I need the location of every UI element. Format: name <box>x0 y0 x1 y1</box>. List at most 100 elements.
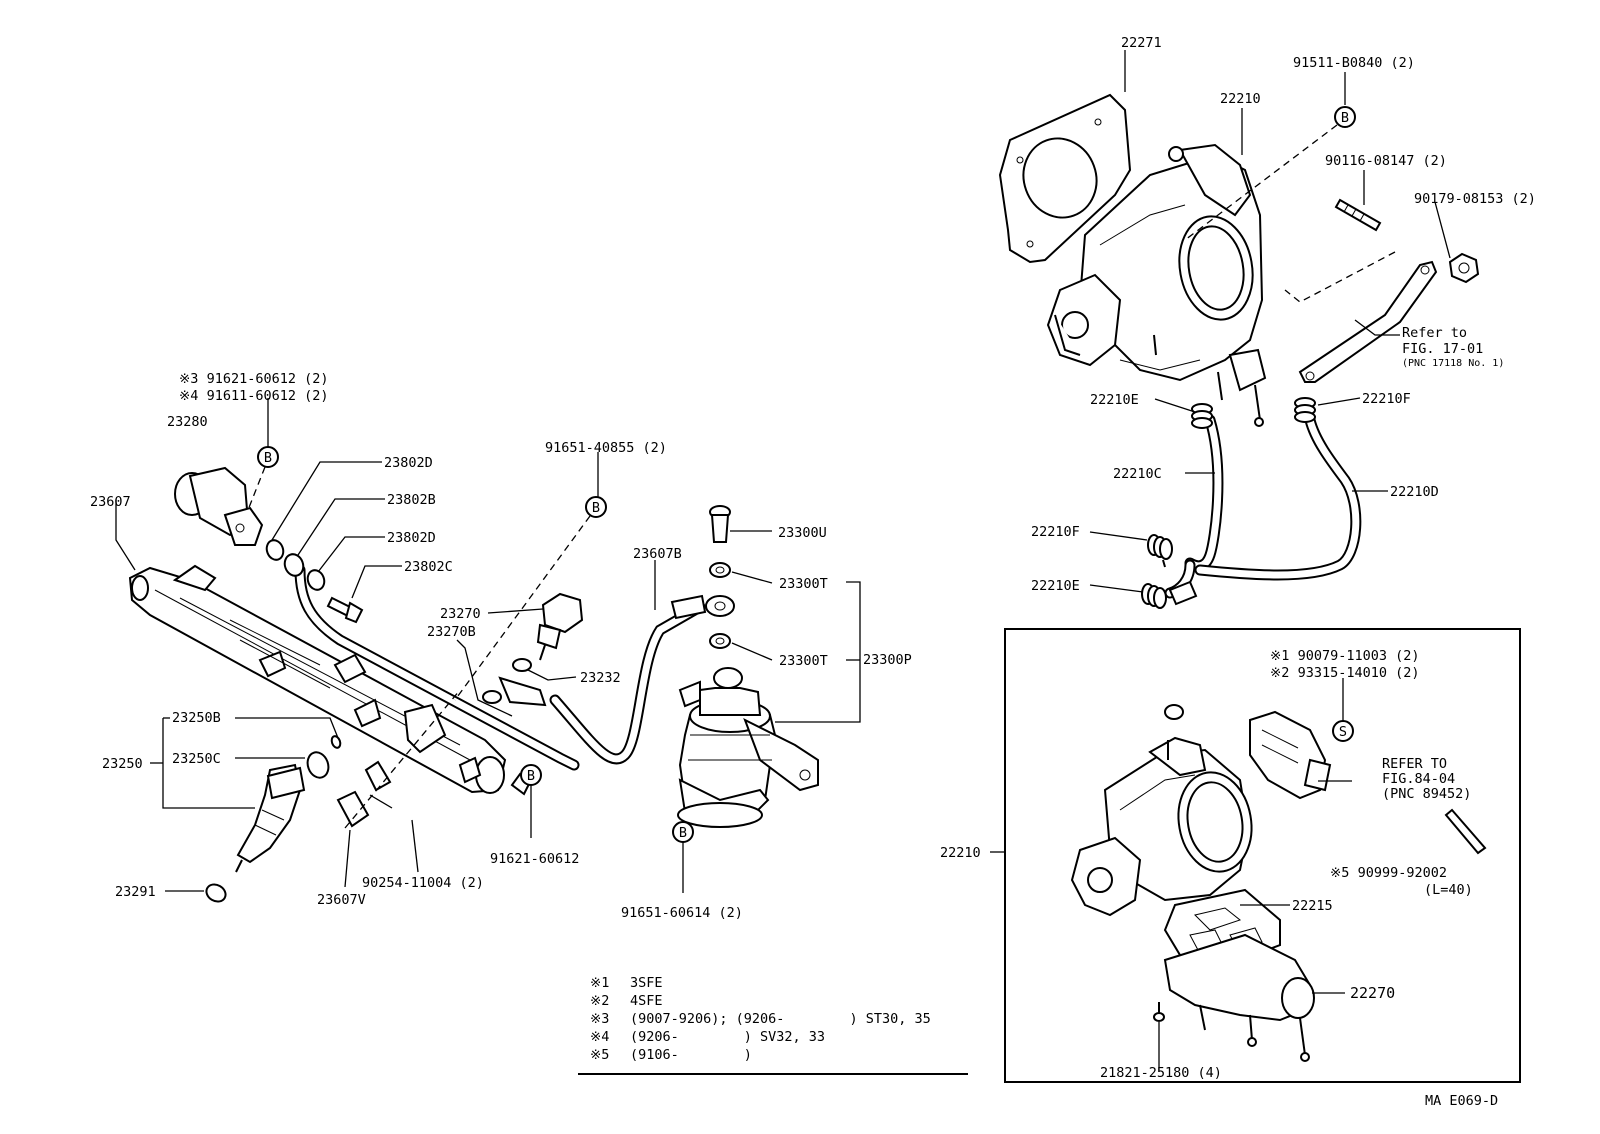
refer-fig17-line3: (PNC 17118 No. 1) <box>1402 358 1504 369</box>
pin-90999 <box>1444 808 1487 855</box>
bolt-marker-b-91651-60614: B <box>672 821 694 843</box>
bolt-marker-b-top-right: B <box>1334 106 1356 128</box>
injector-23250 <box>235 763 306 873</box>
label-90179: 90179-08153 (2) <box>1414 191 1536 207</box>
note-text-1: 3SFE <box>630 975 663 991</box>
fuel-return-pipe-23802B <box>283 553 580 796</box>
label-23232: 23232 <box>580 670 621 686</box>
label-23607: 23607 <box>90 494 131 510</box>
gasket-23270B <box>512 658 532 672</box>
fuel-hose-23807B <box>549 594 707 765</box>
label-91621-3: ※3 91621-60612 (2) <box>179 371 328 387</box>
label-90116: 90116-08147 (2) <box>1325 153 1447 169</box>
idle-air-control-22270 <box>1163 933 1315 1062</box>
bolt-marker-b-91621: B <box>520 764 542 786</box>
label-23802D-a: 23802D <box>384 455 433 471</box>
label-23300P: 23300P <box>863 652 912 668</box>
label-23802B: 23802B <box>387 492 436 508</box>
label-23291: 23291 <box>115 884 156 900</box>
refer-fig84-line1: REFER TO <box>1382 756 1447 772</box>
diagram-code: MA E069-D <box>1425 1093 1498 1109</box>
refer-fig84-line2: FIG.84-04 <box>1382 771 1455 787</box>
throttle-body-22210-box <box>1070 736 1253 917</box>
insulator-23291 <box>205 883 227 903</box>
screw-marker-s: S <box>1332 720 1354 742</box>
ring-23802D-b <box>306 569 326 591</box>
screw-21821 <box>1153 1002 1165 1022</box>
union-bolt-23300 <box>705 595 735 617</box>
label-22210C: 22210C <box>1113 466 1162 482</box>
throttle-sensor-89452 <box>1249 710 1332 800</box>
union-23232 <box>482 676 547 707</box>
label-22210E-top: 22210E <box>1090 392 1139 408</box>
label-90999-5: ※5 90999-92002 <box>1330 865 1447 881</box>
bolt-marker-b-23280: B <box>257 446 279 468</box>
label-22215: 22215 <box>1292 898 1333 914</box>
label-22270: 22270 <box>1350 984 1395 1002</box>
label-23300T-a: 23300T <box>779 576 828 592</box>
marker-letter: B <box>679 825 687 841</box>
throttle-body-22210-top <box>1046 143 1267 427</box>
throttle-bracket-17118 <box>1298 260 1438 383</box>
label-91611-4: ※4 91611-60612 (2) <box>179 388 328 404</box>
refer-fig84-line3: (PNC 89452) <box>1382 786 1471 802</box>
note-text-2: 4SFE <box>630 993 663 1009</box>
hose-clip-22210F-top <box>1294 397 1316 423</box>
refer-fig17-line2: FIG. 17-01 <box>1402 341 1483 357</box>
hose-clip-22210E-top <box>1191 403 1213 429</box>
notes-table: ※1 3SFE ※2 4SFE ※3 (9007-9206); (9206- )… <box>578 975 968 1075</box>
label-23270B: 23270B <box>427 624 476 640</box>
label-91651-60614: 91651-60614 (2) <box>621 905 743 921</box>
stud-90116 <box>1334 198 1382 232</box>
label-23250: 23250 <box>102 756 143 772</box>
label-91511: 91511-B0840 (2) <box>1293 55 1415 71</box>
ring-23802D-a <box>265 539 285 561</box>
spacer-23807V <box>336 760 392 828</box>
fuel-filter-23300P <box>677 667 819 828</box>
label-23280: 23280 <box>167 414 208 430</box>
label-23270: 23270 <box>440 606 481 622</box>
o-ring-23250B <box>330 735 342 749</box>
bolt-23802C <box>326 596 364 624</box>
label-22210-top: 22210 <box>1220 91 1261 107</box>
note-mark-3: ※3 <box>590 1011 609 1027</box>
label-23250C: 23250C <box>172 751 221 767</box>
marker-letter: B <box>592 500 600 516</box>
note-text-4: (9206- ) SV32, 33 <box>630 1029 825 1045</box>
hose-22210D <box>1194 414 1362 581</box>
label-23802C: 23802C <box>404 559 453 575</box>
note-mark-2: ※2 <box>590 993 609 1009</box>
variant-box <box>1004 628 1521 1083</box>
label-23607B: 23607B <box>633 546 682 562</box>
label-22210-box: 22210 <box>940 845 981 861</box>
grommet-23250C <box>306 751 330 779</box>
label-23250B: 23250B <box>172 710 221 726</box>
note-mark-1: ※1 <box>590 975 609 991</box>
hose-22210C <box>1184 414 1224 572</box>
throttle-gasket-22271 <box>998 93 1132 264</box>
label-91651-40855: 91651-40855 (2) <box>545 440 667 456</box>
label-93315-2: ※2 93315-14010 (2) <box>1270 665 1419 681</box>
label-22271: 22271 <box>1121 35 1162 51</box>
label-90079-1: ※1 90079-11003 (2) <box>1270 648 1419 664</box>
note-mark-5: ※5 <box>590 1047 609 1063</box>
label-90254: 90254-11004 (2) <box>362 875 484 891</box>
label-23802D-b: 23802D <box>387 530 436 546</box>
label-22210F-bottom: 22210F <box>1031 524 1080 540</box>
nut-90179 <box>1448 252 1480 284</box>
label-22210F-top: 22210F <box>1362 391 1411 407</box>
bolt-23300U <box>709 505 731 543</box>
gasket-23300T-b <box>709 633 731 649</box>
label-90999-length: (L=40) <box>1424 882 1473 898</box>
hose-clip-22210E-bottom <box>1141 580 1198 609</box>
marker-letter: S <box>1339 724 1347 740</box>
pressure-regulator-23280 <box>174 466 264 546</box>
gasket-23300T-a <box>709 562 731 578</box>
label-23607V: 23607V <box>317 892 366 908</box>
note-mark-4: ※4 <box>590 1029 609 1045</box>
note-text-5: (9106- ) <box>630 1047 752 1063</box>
hose-clip-22210F-bottom <box>1147 534 1173 568</box>
label-22210D: 22210D <box>1390 484 1439 500</box>
note-text-3: (9007-9206); (9206- ) ST30, 35 <box>630 1011 931 1027</box>
